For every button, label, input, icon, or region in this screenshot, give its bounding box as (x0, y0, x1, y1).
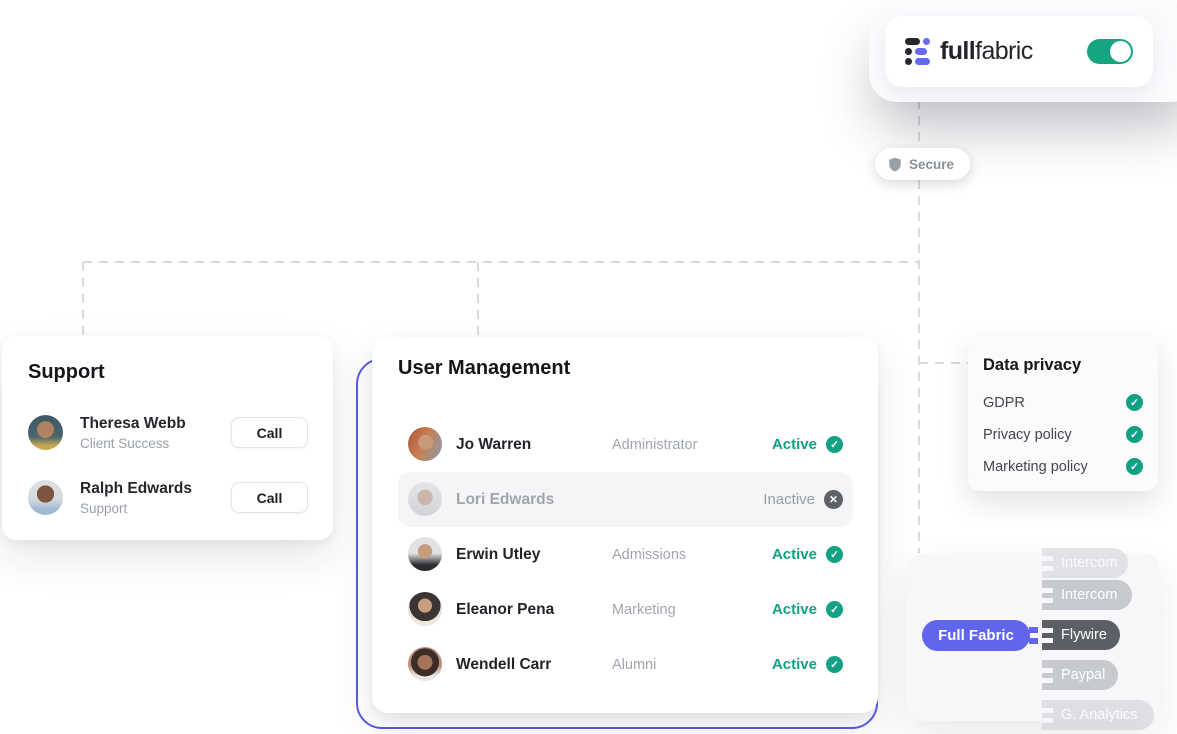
avatar (408, 647, 442, 681)
support-title: Support (28, 361, 105, 383)
avatar (408, 592, 442, 626)
status-label: Active (771, 546, 817, 563)
integration-pill[interactable]: G. Analytics (1042, 700, 1154, 730)
avatar (28, 415, 63, 450)
user-row: Jo Warren Administrator Active ✓ (398, 417, 853, 472)
integration-pill[interactable]: Paypal (1042, 660, 1118, 690)
user-status: Active ✓ (772, 417, 843, 472)
user-name: Lori Edwards (456, 491, 555, 508)
check-circle-icon: ✓ (826, 601, 843, 618)
check-circle-icon: ✓ (826, 656, 843, 673)
status-label: Active (771, 436, 817, 453)
privacy-item: GDPR ✓ (983, 394, 1143, 411)
user-status: Inactive ✕ (763, 472, 843, 527)
avatar (408, 427, 442, 461)
check-circle-icon: ✓ (1126, 458, 1143, 475)
integration-pill-selected[interactable]: Flywire (1042, 620, 1120, 650)
secure-badge: Secure (875, 148, 971, 180)
call-button[interactable]: Call (231, 417, 308, 448)
person-role: Client Success (80, 436, 170, 451)
shield-icon (889, 157, 901, 172)
check-circle-icon: ✓ (1126, 394, 1143, 411)
data-privacy-card: Data privacy GDPR ✓ Privacy policy ✓ Mar… (968, 335, 1158, 491)
status-label: Inactive (763, 491, 815, 508)
integrations-card: Full Fabric Intercom Intercom Flywire Pa… (906, 548, 1160, 730)
brand-wordmark: fullfabric (940, 37, 1033, 66)
brand-word-bold: full (940, 37, 976, 65)
fullfabric-logo-icon (905, 38, 930, 65)
brand-card: fullfabric (885, 16, 1153, 87)
brand-panel: fullfabric (869, 3, 1177, 102)
status-label: Active (771, 656, 817, 673)
brand-word-light: fabric (975, 37, 1033, 65)
status-label: Active (771, 601, 817, 618)
toggle-knob (1110, 41, 1131, 62)
user-management-card: User Management Jo Warren Administrator … (372, 337, 878, 713)
user-role: Alumni (612, 657, 657, 673)
integration-pill[interactable]: Intercom (1042, 580, 1132, 610)
user-status: Active ✓ (772, 527, 843, 582)
user-status: Active ✓ (772, 637, 843, 692)
avatar (408, 537, 442, 571)
privacy-item-label: GDPR (983, 394, 1025, 411)
user-management-title: User Management (398, 357, 571, 379)
support-person-row: Ralph Edwards Support Call (28, 480, 308, 516)
full-fabric-connector-pill[interactable]: Full Fabric (922, 620, 1038, 651)
user-row: Lori Edwards Inactive ✕ (398, 472, 853, 527)
support-card: Support Theresa Webb Client Success Call… (2, 336, 333, 540)
user-role: Admissions (612, 547, 687, 563)
call-button[interactable]: Call (231, 482, 308, 513)
user-name: Eleanor Pena (456, 601, 555, 618)
user-status: Active ✓ (772, 582, 843, 637)
user-name: Jo Warren (456, 436, 532, 453)
secure-label: Secure (909, 156, 955, 172)
user-name: Wendell Carr (456, 656, 552, 673)
support-person-row: Theresa Webb Client Success Call (28, 415, 308, 451)
user-row: Eleanor Pena Marketing Active ✓ (398, 582, 853, 637)
data-privacy-title: Data privacy (983, 356, 1082, 374)
user-role: Marketing (612, 602, 676, 618)
check-circle-icon: ✓ (1126, 426, 1143, 443)
check-circle-icon: ✓ (826, 546, 843, 563)
avatar (28, 480, 63, 515)
user-row: Wendell Carr Alumni Active ✓ (398, 637, 853, 692)
privacy-item-label: Privacy policy (983, 426, 1072, 443)
privacy-item: Privacy policy ✓ (983, 426, 1143, 443)
privacy-item: Marketing policy ✓ (983, 458, 1143, 475)
brand-toggle[interactable] (1087, 39, 1133, 64)
user-role: Administrator (612, 437, 698, 453)
cross-circle-icon: ✕ (824, 490, 843, 509)
check-circle-icon: ✓ (826, 436, 843, 453)
privacy-item-label: Marketing policy (983, 458, 1088, 475)
person-role: Support (80, 501, 128, 516)
user-list: Jo Warren Administrator Active ✓ Lori Ed… (398, 417, 853, 692)
avatar (408, 482, 442, 516)
person-name: Theresa Webb (80, 415, 186, 432)
user-row: Erwin Utley Admissions Active ✓ (398, 527, 853, 582)
user-name: Erwin Utley (456, 546, 541, 563)
integration-pill[interactable]: Intercom (1042, 548, 1128, 578)
person-name: Ralph Edwards (80, 480, 192, 497)
